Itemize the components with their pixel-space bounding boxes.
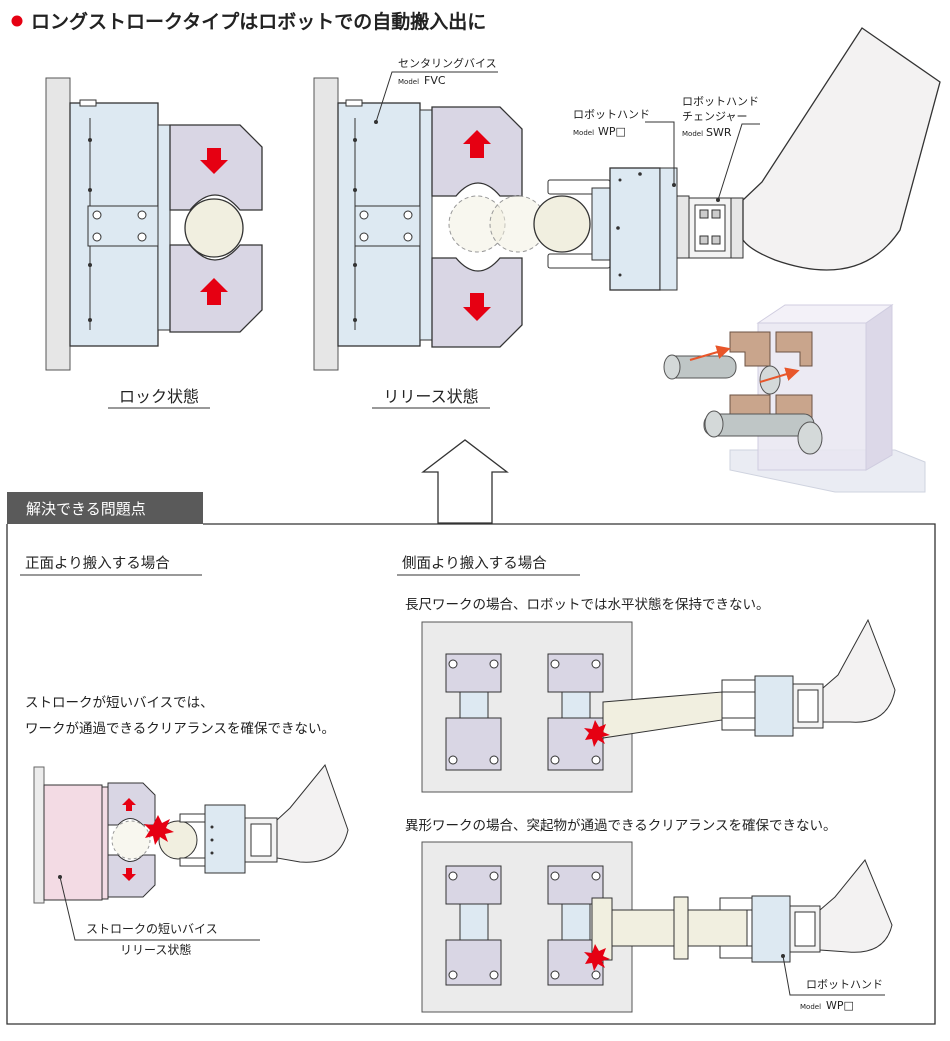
front-desc-1: ストロークが短いバイスでは、: [25, 695, 214, 711]
header-title: ロングストロークタイプはロボットでの自動搬入出に: [31, 10, 486, 33]
front-callout-2: リリース状態: [120, 942, 191, 957]
side-hand-model: WP□: [826, 999, 854, 1012]
side-case2: 異形ワークの場合、突起物が通過できるクリアランスを確保できない。: [405, 818, 836, 834]
big-up-arrow-icon: [421, 439, 509, 524]
side-hand-model-prefix: Model: [800, 1003, 821, 1011]
front-callout-1: ストロークの短いバイス: [86, 922, 218, 936]
hand-model-prefix: Model: [573, 129, 594, 137]
loading-3d-illustration: [663, 304, 926, 493]
vise-model: FVC: [424, 74, 446, 87]
changer-model-prefix: Model: [682, 130, 703, 138]
robot-hand-top: [547, 27, 941, 291]
short-vise-illustration: [33, 763, 349, 904]
release-label: リリース状態: [383, 387, 478, 406]
side-heading: 側面より搬入する場合: [402, 555, 547, 572]
lock-vise: [45, 77, 263, 371]
side-case1-illustration: [421, 618, 896, 793]
lock-label: ロック状態: [119, 387, 199, 406]
side-hand-name: ロボットハンド: [806, 978, 883, 991]
release-vise: [313, 77, 591, 371]
lock-arrow-up-icon: [200, 278, 228, 305]
side-case1-collision-icon: [584, 720, 610, 747]
side-case2-collision-icon: [584, 944, 610, 971]
problems-tab: [7, 492, 203, 524]
front-desc-2: ワークが通過できるクリアランスを確保できない。: [25, 721, 335, 737]
short-vise-arrow-down-icon: [122, 868, 136, 881]
problems-panel-border: [6, 523, 936, 1025]
changer-model: SWR: [706, 126, 732, 139]
front-heading: 正面より搬入する場合: [25, 555, 170, 572]
problems-tab-label: 解決できる問題点: [26, 500, 146, 518]
release-arrow-up-icon: [463, 130, 491, 158]
side-case2-illustration: [421, 841, 893, 1013]
changer-name-2: チェンジャー: [682, 110, 747, 123]
short-vise-arrow-up-icon: [122, 798, 136, 811]
release-arrow-down-icon: [463, 293, 491, 321]
vise-model-prefix: Model: [398, 78, 419, 86]
front-collision-icon: [144, 815, 174, 845]
lock-arrow-down-icon: [200, 148, 228, 174]
vise-name: センタリングバイス: [398, 56, 497, 70]
header-bullet: [11, 15, 23, 27]
changer-name-1: ロボットハンド: [682, 95, 759, 108]
hand-name: ロボットハンド: [573, 108, 650, 121]
side-case1: 長尺ワークの場合、ロボットでは水平状態を保持できない。: [405, 597, 770, 613]
hand-model: WP□: [598, 125, 626, 138]
